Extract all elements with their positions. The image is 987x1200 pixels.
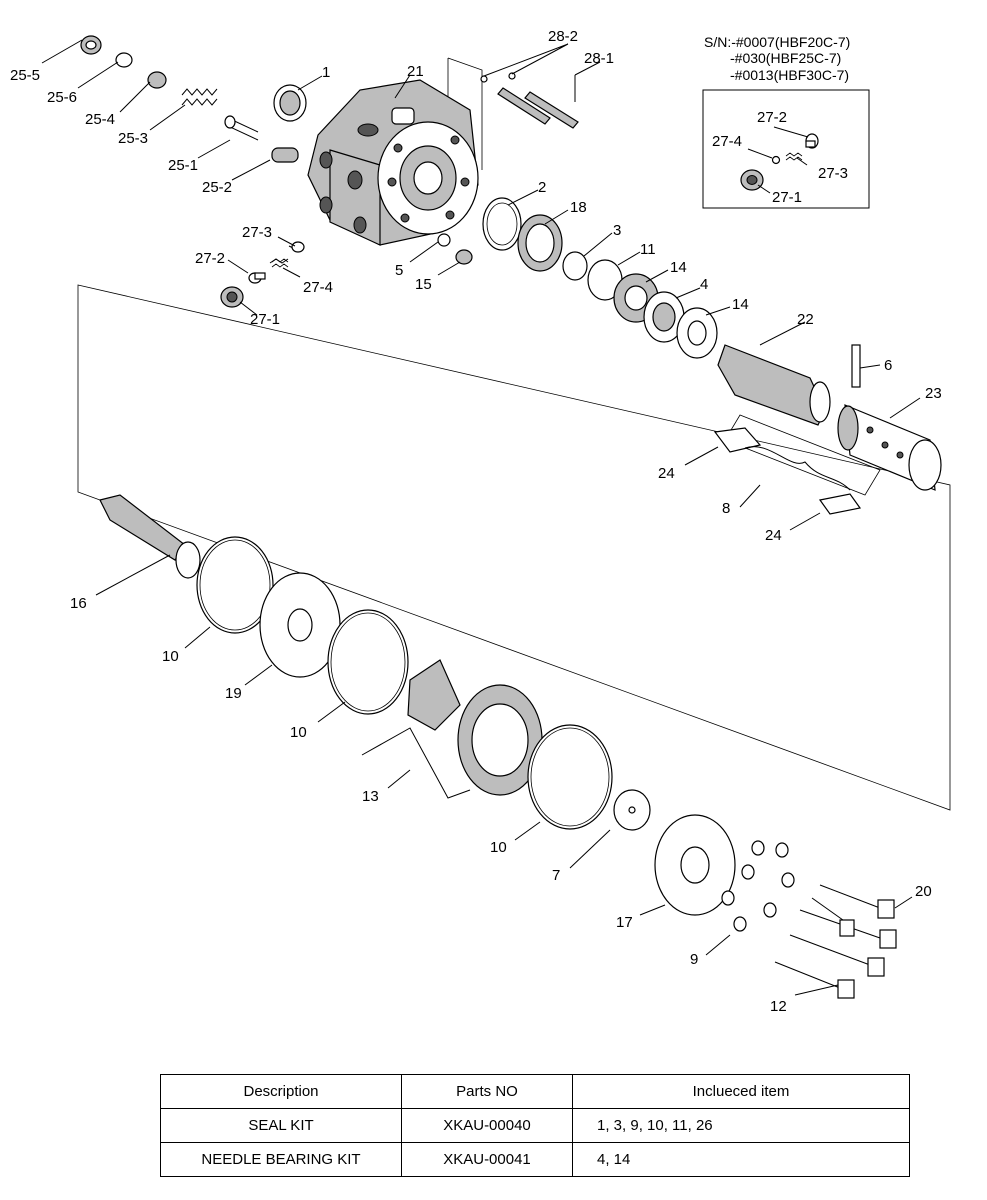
callout-27-4: 27-4 — [303, 279, 333, 296]
callout-28-1: 28-1 — [584, 50, 614, 67]
callout-15: 15 — [415, 276, 432, 293]
pins — [480, 72, 579, 129]
inset-label-27-3: 27-3 — [818, 165, 848, 182]
inset-label-27-4: 27-4 — [712, 133, 742, 150]
callout-24: 24 — [765, 527, 782, 544]
valve-housing — [307, 79, 479, 246]
row-included-item: 4, 14 — [572, 1142, 910, 1177]
callout-24-top: 24 — [658, 465, 675, 482]
drive-shaft — [99, 494, 201, 579]
callout-14-top: 14 — [670, 259, 687, 276]
callout-12: 12 — [770, 998, 787, 1015]
callout-11: 11 — [640, 241, 656, 258]
callout-19: 19 — [225, 685, 242, 702]
callout-2: 2 — [538, 179, 546, 196]
callout-6: 6 — [884, 357, 892, 374]
relief-valve-parts — [80, 35, 307, 163]
inset-label-27-2: 27-2 — [757, 109, 787, 126]
kit-table: Description Parts NO Inclueced item SEAL… — [160, 1074, 910, 1177]
callout-14: 14 — [732, 296, 749, 313]
callout-5: 5 — [395, 262, 403, 279]
callout-27-2: 27-2 — [195, 250, 225, 267]
serial-line-2: -#030(HBF25C-7) — [730, 50, 841, 66]
washers-and-bolts — [721, 840, 897, 999]
row-description: NEEDLE BEARING KIT — [160, 1142, 402, 1177]
callout-10-a: 10 — [162, 648, 179, 665]
callout-25-2: 25-2 — [202, 179, 232, 196]
callout-9: 9 — [690, 951, 698, 968]
leader-lines — [41, 39, 921, 996]
serial-line-1: S/N:-#0007(HBF20C-7) — [704, 34, 850, 50]
callout-25-4: 25-4 — [85, 111, 115, 128]
serial-number-note: S/N:-#0007(HBF20C-7) -#030(HBF25C-7) -#0… — [704, 34, 850, 83]
callout-8: 8 — [722, 500, 730, 517]
callout-25-6: 25-6 — [47, 89, 77, 106]
callout-labels: 25-5 25-6 25-4 25-3 25-1 25-2 1 21 28-2 … — [10, 28, 942, 1015]
callout-21: 21 — [407, 63, 424, 80]
callout-16: 16 — [70, 595, 87, 612]
callout-7: 7 — [552, 867, 560, 884]
inset-label-27-1: 27-1 — [772, 189, 802, 206]
callout-1: 1 — [322, 64, 330, 81]
callout-23: 23 — [925, 385, 942, 402]
header-included-item: Inclueced item — [572, 1074, 910, 1109]
seals-row — [220, 197, 718, 359]
callout-4: 4 — [700, 276, 708, 293]
assembly-outline — [77, 284, 951, 811]
row-included-item: 1, 3, 9, 10, 11, 26 — [572, 1108, 910, 1143]
plates-and-rings — [196, 536, 736, 916]
callout-25-5: 25-5 — [10, 67, 40, 84]
callout-17: 17 — [616, 914, 633, 931]
callout-25-3: 25-3 — [118, 130, 148, 147]
callout-27-3: 27-3 — [242, 224, 272, 241]
callout-25-1: 25-1 — [168, 157, 198, 174]
spool-and-sleeve — [717, 344, 942, 491]
row-parts-no: XKAU-00041 — [401, 1142, 573, 1177]
callout-13: 13 — [362, 788, 379, 805]
table-row: SEAL KIT XKAU-00040 1, 3, 9, 10, 11, 26 — [160, 1108, 910, 1143]
callout-22: 22 — [797, 311, 814, 328]
callout-20: 20 — [915, 883, 932, 900]
serial-line-3: -#0013(HBF30C-7) — [730, 67, 849, 83]
callout-18: 18 — [570, 199, 587, 216]
header-parts-no: Parts NO — [401, 1074, 573, 1109]
inset-box: 27-2 27-4 27-3 27-1 — [702, 89, 870, 209]
springs — [713, 414, 881, 515]
callout-3: 3 — [613, 222, 621, 239]
row-parts-no: XKAU-00040 — [401, 1108, 573, 1143]
callout-27-1: 27-1 — [250, 311, 280, 328]
callout-10-b: 10 — [290, 724, 307, 741]
callout-10-c: 10 — [490, 839, 507, 856]
table-row: NEEDLE BEARING KIT XKAU-00041 4, 14 — [160, 1142, 910, 1177]
callout-28-2: 28-2 — [548, 28, 578, 45]
header-description: Description — [160, 1074, 402, 1109]
kit-table-header: Description Parts NO Inclueced item — [160, 1074, 910, 1109]
row-description: SEAL KIT — [160, 1108, 402, 1143]
